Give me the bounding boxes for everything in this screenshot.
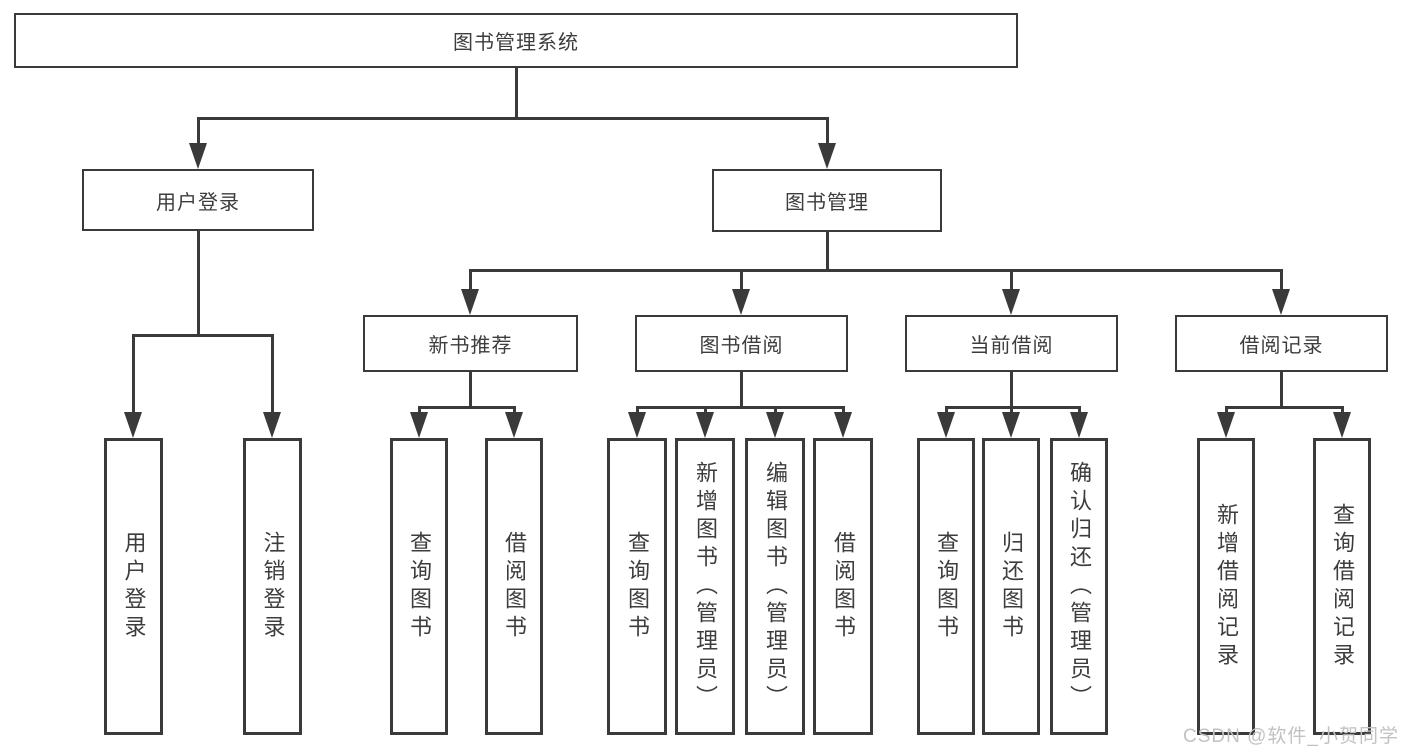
leaf-query-books-borrowing: 查询图书: [607, 438, 667, 735]
connector-line: [132, 334, 135, 412]
box-book-management: 图书管理: [712, 169, 942, 232]
box-label: 注销登录: [260, 530, 286, 643]
arrowhead-down: [696, 412, 714, 438]
box-label: 新增借阅记录: [1214, 502, 1239, 671]
box-current-borrowing: 当前借阅: [905, 315, 1118, 372]
csdn-watermark: CSDN @软件_小贺同学: [1183, 726, 1399, 747]
connector-line: [418, 406, 516, 409]
connector-line: [1225, 406, 1343, 409]
box-book-borrowing: 图书借阅: [635, 315, 848, 372]
box-user-login: 用户登录: [82, 169, 314, 231]
connector-line: [826, 232, 829, 272]
connector-line: [469, 269, 472, 291]
connector-line: [1010, 372, 1013, 409]
leaf-user-login: 用户登录: [104, 438, 163, 735]
leaf-borrow-books-borrowing: 借阅图书: [813, 438, 873, 735]
box-label: 借阅记录: [1239, 335, 1324, 357]
box-label: 查询图书: [625, 530, 650, 643]
connector-line: [1280, 372, 1283, 409]
connector-line: [197, 117, 200, 145]
arrowhead-down: [937, 412, 955, 438]
box-label: 查询图书: [934, 530, 959, 643]
connector-line: [418, 406, 421, 415]
box-label: 借阅图书: [831, 530, 856, 643]
box-label: 用户登录: [156, 191, 240, 214]
arrowhead-down: [1272, 289, 1290, 315]
arrowhead-down: [1002, 412, 1020, 438]
connector-line: [197, 231, 200, 336]
box-label: 查询图书: [407, 530, 432, 643]
arrowhead-down: [1002, 289, 1020, 315]
connector-line: [636, 406, 845, 409]
connector-line: [469, 372, 472, 409]
box-label: 用户登录: [121, 530, 147, 643]
connector-line: [1010, 269, 1013, 291]
arrowhead-down: [834, 412, 852, 438]
connector-line: [1225, 406, 1228, 415]
connector-line: [704, 406, 707, 415]
arrowhead-down: [1217, 412, 1235, 438]
leaf-edit-book-admin: 编辑图书（管理员）: [745, 438, 805, 735]
connector-line: [1341, 406, 1344, 415]
connector-line: [842, 406, 845, 415]
box-borrowing-records: 借阅记录: [1175, 315, 1388, 372]
connector-line: [636, 406, 639, 415]
leaf-return-books: 归还图书: [982, 438, 1040, 735]
leaf-add-book-admin: 新增图书（管理员）: [675, 438, 735, 735]
connector-line: [740, 372, 743, 409]
leaf-borrow-books-recommend: 借阅图书: [485, 438, 543, 735]
connector-line: [1280, 269, 1283, 291]
box-library-management-system: 图书管理系统: [14, 13, 1018, 68]
connector-line: [1010, 406, 1013, 415]
leaf-query-books-recommend: 查询图书: [390, 438, 448, 735]
connector-line: [515, 67, 518, 118]
arrowhead-down: [410, 412, 428, 438]
arrowhead-down: [732, 289, 750, 315]
arrowhead-down: [461, 289, 479, 315]
arrowhead-down: [766, 412, 784, 438]
connector-line: [197, 117, 829, 120]
connector-line: [271, 334, 274, 412]
leaf-query-borrow-record: 查询借阅记录: [1313, 438, 1371, 735]
leaf-query-books-current: 查询图书: [917, 438, 975, 735]
leaf-add-borrow-record: 新增借阅记录: [1197, 438, 1255, 735]
connector-line: [945, 406, 1081, 409]
box-new-book-recommend: 新书推荐: [363, 315, 578, 372]
box-label: 查询借阅记录: [1330, 502, 1355, 671]
connector-line: [469, 269, 1283, 272]
connector-line: [1078, 406, 1081, 415]
box-label: 借阅图书: [502, 530, 527, 643]
arrowhead-down: [818, 143, 836, 169]
connector-line: [513, 406, 516, 415]
connector-line: [132, 334, 274, 337]
arrowhead-down: [263, 412, 281, 438]
arrowhead-down: [124, 412, 142, 438]
connector-line: [774, 406, 777, 415]
arrowhead-down: [189, 143, 207, 169]
box-label: 确认归还（管理员）: [1067, 460, 1092, 713]
box-label: 图书管理: [785, 192, 869, 214]
box-label: 新书推荐: [428, 335, 513, 357]
connector-line: [740, 269, 743, 291]
connector-line: [945, 406, 948, 415]
leaf-confirm-return-admin: 确认归还（管理员）: [1050, 438, 1108, 735]
box-label: 当前借阅: [969, 335, 1054, 357]
leaf-logout: 注销登录: [243, 438, 302, 735]
box-label: 新增图书（管理员）: [693, 460, 718, 713]
arrowhead-down: [1333, 412, 1351, 438]
box-label: 图书管理系统: [453, 32, 579, 54]
arrowhead-down: [505, 412, 523, 438]
box-label: 归还图书: [999, 530, 1024, 643]
arrowhead-down: [1070, 412, 1088, 438]
box-label: 图书借阅: [699, 335, 784, 357]
arrowhead-down: [628, 412, 646, 438]
box-label: 编辑图书（管理员）: [763, 460, 788, 713]
connector-line: [826, 117, 829, 145]
